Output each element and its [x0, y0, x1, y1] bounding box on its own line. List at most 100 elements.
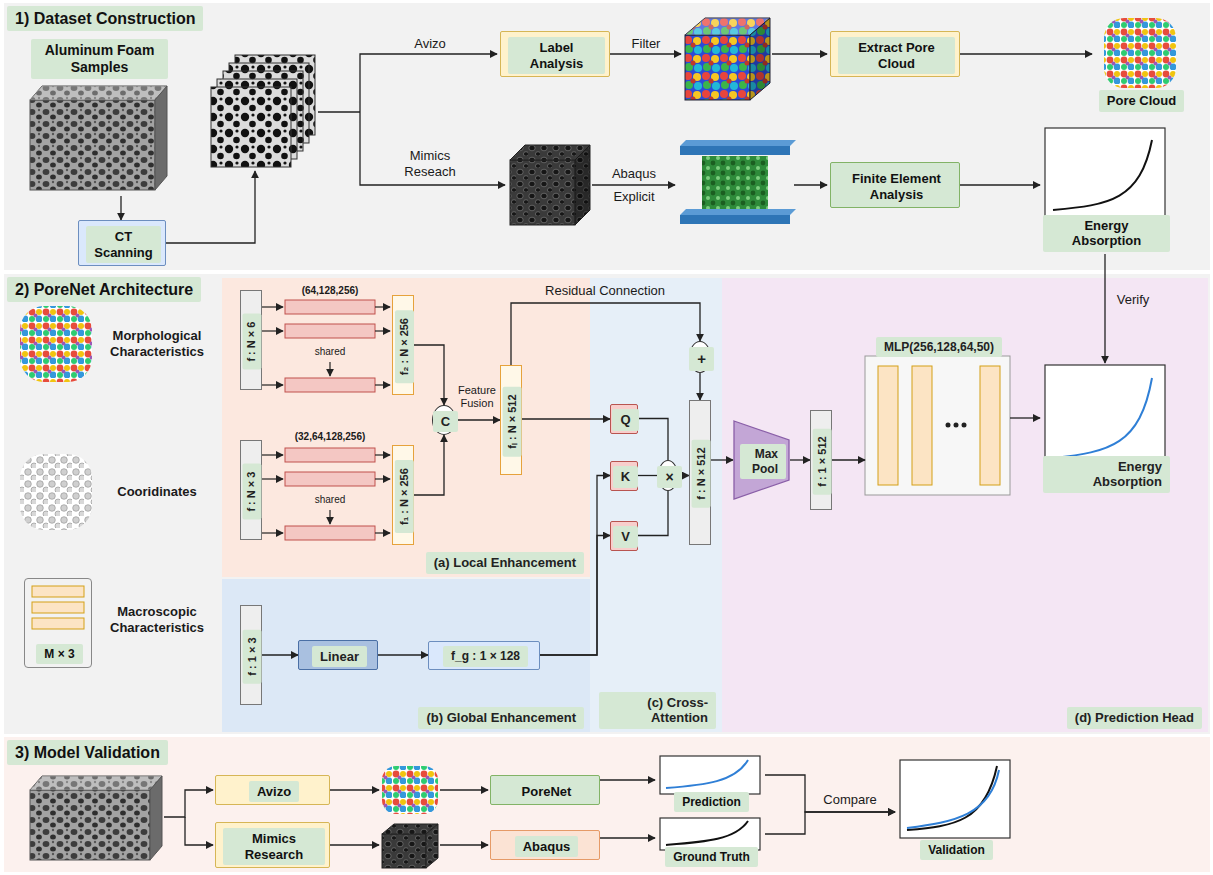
connector	[120, 196, 121, 220]
node-text: f : 1 × 512	[813, 428, 832, 494]
section-band: 3) Model ValidationAvizoMimics ResearchP…	[4, 737, 1210, 872]
connector	[711, 459, 733, 460]
connector-label: Residual Connection	[530, 283, 680, 299]
node-text: Mimics Research	[223, 828, 325, 865]
mimics-foam-model	[510, 145, 590, 225]
node-text: V	[613, 526, 638, 548]
mlp-stack	[865, 356, 1010, 495]
energy-chart	[1045, 128, 1165, 222]
node-text: +	[689, 347, 714, 371]
node-text: Label Analysis	[508, 37, 605, 74]
block-arrows	[262, 307, 390, 533]
chart-figure: Energy Absorption	[1040, 363, 1170, 495]
node-text: M × 3	[36, 644, 82, 664]
process-box: PoreNet	[490, 775, 600, 805]
node-text: f : N × 6	[243, 313, 262, 369]
node-text: PoreNet	[514, 781, 580, 803]
node-text: 1) Dataset Construction	[7, 6, 203, 31]
chart-figure: Validation	[895, 758, 1015, 862]
connector	[960, 184, 1040, 185]
pore-cloud-image	[382, 766, 438, 814]
node-text: ×	[657, 466, 681, 489]
connector	[832, 459, 865, 460]
connector	[414, 435, 444, 495]
annotation: Feature Fusion	[452, 384, 502, 410]
node-text: Energy Absorption	[1043, 456, 1170, 493]
node-text: Linear	[312, 646, 367, 668]
feature-tensor: f : 1 × 512	[810, 410, 832, 510]
node-text: f : N × 512	[692, 440, 711, 508]
process-box: Abaqus	[490, 830, 600, 860]
node-text: CT Scanning	[86, 226, 161, 263]
morphology-image	[20, 306, 92, 382]
connector	[699, 373, 700, 400]
annotation: Explicit	[599, 189, 669, 205]
process-box: Extract Pore Cloud	[830, 31, 960, 77]
concat-operator: C	[432, 405, 456, 435]
node-text: MLP(256,128,64,50)	[876, 337, 1002, 357]
process-box: Avizo	[215, 775, 330, 805]
node-text: Extract Pore Cloud	[838, 37, 955, 74]
node-text: Prediction	[674, 792, 749, 812]
connector	[638, 475, 658, 476]
node-text: f_g : 1 × 128	[443, 646, 528, 666]
chart-figure: Ground Truth	[655, 816, 765, 869]
annotation: shared	[300, 346, 360, 358]
annotation: Compare	[815, 792, 885, 808]
chart-figure: Prediction	[655, 754, 765, 814]
mlp-block: MLP(256,128,64,50)	[865, 334, 1010, 495]
connector	[511, 303, 700, 365]
connector	[600, 837, 655, 838]
labelled-pore-cube	[685, 18, 770, 100]
pooling-trapezoid: Max Pool	[733, 420, 790, 500]
annotation: Abaqus	[599, 166, 669, 182]
annotation: Filter	[616, 36, 676, 52]
annotation: Macroscopic Characteristics	[102, 604, 212, 635]
feature-tensor: fₗ : N × 512	[500, 365, 522, 475]
node-text: f : 1 × 3	[243, 629, 262, 683]
node-text: f : N × 3	[243, 463, 262, 519]
node-text: Max Pool	[740, 444, 786, 479]
feature-tensor: f₂ : N × 256	[392, 295, 414, 395]
feature-tensor: f₁ : N × 256	[392, 445, 414, 545]
annotation: Avizo	[390, 36, 470, 52]
flow-arrows	[166, 54, 827, 243]
node-text: (b) Global Enhancement	[418, 707, 584, 729]
connector	[600, 779, 655, 780]
key-box: K	[610, 461, 638, 491]
connector-label: Verify	[1103, 292, 1163, 308]
macro-feature-bars	[32, 586, 84, 629]
connector	[960, 53, 1092, 54]
feature-tensor: f : N × 3	[240, 440, 262, 540]
connector	[638, 491, 668, 536]
module-region: (d) Prediction Head Max Pool f : 1 × 512 ML…	[722, 278, 1208, 732]
annotation: Morphological Characteristics	[102, 328, 212, 359]
add-operator: +	[689, 341, 711, 373]
connector	[765, 775, 895, 812]
chart-figure: Energy Absorption	[1040, 126, 1170, 254]
foam-photo	[30, 86, 167, 190]
node-text: Validation	[920, 840, 993, 860]
compression-setup	[680, 140, 796, 224]
node-text: Q	[612, 409, 638, 431]
connector	[456, 419, 500, 420]
predicted-chart	[1045, 365, 1165, 470]
pore-cloud-figure: Pore Cloud	[1092, 14, 1188, 114]
coordinate-image	[20, 454, 92, 530]
connector	[790, 459, 810, 460]
trapezoid-shape	[734, 421, 789, 499]
annotation: shared	[300, 494, 360, 506]
connector	[262, 654, 298, 655]
node-text: f₁ : N × 256	[395, 460, 414, 533]
node-text: (a) Local Enhancement	[426, 552, 584, 574]
node-text: fₗ : N × 512	[503, 386, 522, 456]
ct-slice-stack	[211, 55, 315, 167]
process-box: Mimics Research	[215, 822, 330, 868]
node-text: K	[613, 466, 638, 488]
node-text: (d) Prediction Head	[1067, 707, 1202, 729]
node-text: (c) Cross-Attention	[599, 692, 716, 729]
node-text: Avizo	[249, 781, 299, 803]
